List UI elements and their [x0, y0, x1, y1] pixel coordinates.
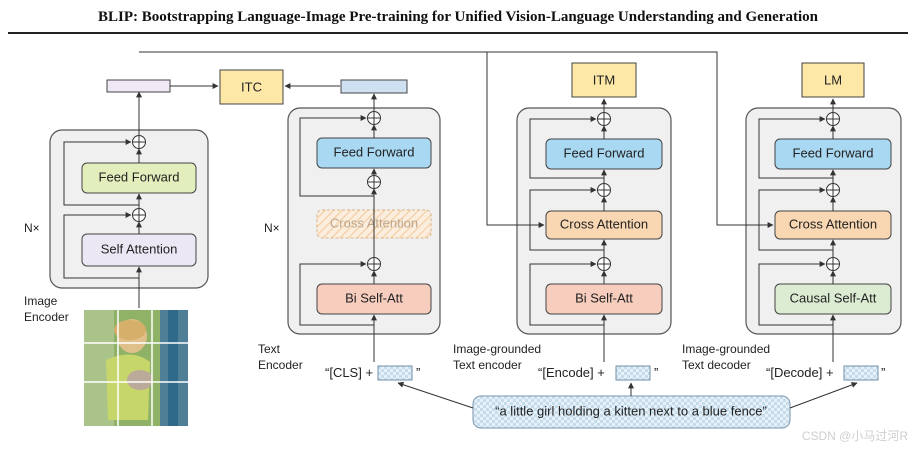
image-encoder-label-line2: Encoder — [24, 310, 69, 324]
page-title: BLIP: Bootstrapping Language-Image Pre-t… — [98, 9, 818, 25]
grounded-encoder-label-line2: Text encoder — [453, 358, 522, 372]
text-encoder-repeat: N× — [264, 221, 280, 235]
grounded-decoder-label-line1: Image-grounded — [682, 342, 770, 356]
grounded-encoder-token-slot — [615, 365, 651, 381]
lm-label: LM — [824, 72, 842, 87]
text-encoder-token-close: ” — [416, 365, 420, 380]
add-icon — [597, 112, 611, 126]
text-bi-self-att-label: Bi Self-Att — [345, 290, 403, 305]
title-rule — [8, 32, 908, 34]
image-encoder: Feed Forward Self Attention N× Image Enc… — [24, 79, 209, 426]
itc-label: ITC — [241, 79, 262, 94]
add-icon — [826, 112, 840, 126]
grounded-encoder-token: “[Encode] + — [538, 365, 605, 380]
text-encoder-label-line1: Text — [258, 342, 281, 356]
text-embedding-bar — [340, 79, 408, 94]
text-encoder-token-slot — [377, 365, 413, 381]
grounded-enc-feed-forward-label: Feed Forward — [564, 145, 645, 160]
lm-objective-box — [801, 62, 865, 98]
grounded-decoder-label-line2: Text decoder — [682, 358, 751, 372]
decoder-causal-self-att-label: Causal Self-Att — [790, 290, 877, 305]
watermark: CSDN @小马过河R — [801, 429, 908, 443]
add-icon — [826, 257, 840, 271]
add-icon — [132, 135, 146, 149]
add-icon — [826, 183, 840, 197]
image-encoder-label-line1: Image — [24, 294, 58, 308]
text-feed-forward-label: Feed Forward — [334, 144, 415, 159]
grounded-decoder-token-close: ” — [881, 365, 885, 380]
input-image-photo — [84, 310, 188, 426]
add-icon — [132, 208, 146, 222]
add-icon — [597, 183, 611, 197]
decoder-feed-forward-label: Feed Forward — [793, 145, 874, 160]
add-icon — [367, 111, 381, 125]
itm-label: ITM — [593, 72, 615, 87]
add-icon — [367, 257, 381, 271]
grounded-encoder-label-line1: Image-grounded — [453, 342, 541, 356]
grounded-text-encoder: Feed Forward Cross Attention Bi Self-Att… — [453, 98, 672, 381]
image-self-attention-label: Self Attention — [101, 241, 178, 256]
grounded-enc-bi-self-att-label: Bi Self-Att — [575, 290, 633, 305]
grounded-text-decoder: Feed Forward Cross Attention Causal Self… — [682, 98, 902, 381]
grounded-enc-cross-attention-label: Cross Attention — [560, 216, 648, 231]
image-encoder-repeat: N× — [24, 221, 40, 235]
grounded-encoder-token-close: ” — [654, 365, 658, 380]
decoder-cross-attention-label: Cross Attention — [789, 216, 877, 231]
itm-objective-box — [571, 62, 637, 98]
grounded-decoder-token: “[Decode] + — [766, 365, 834, 380]
grounded-decoder-token-slot — [843, 365, 879, 381]
caption-text: “a little girl holding a kitten next to … — [495, 403, 767, 418]
text-encoder-label-line2: Encoder — [258, 358, 303, 372]
add-icon — [367, 175, 381, 189]
itc-objective-box — [219, 69, 284, 105]
add-icon — [597, 257, 611, 271]
text-encoder: Feed Forward Cross Attention Bi Self-Att… — [258, 79, 441, 381]
image-embedding-bar — [106, 79, 171, 93]
text-encoder-token: “[CLS] + — [325, 365, 373, 380]
image-feed-forward-label: Feed Forward — [99, 169, 180, 184]
